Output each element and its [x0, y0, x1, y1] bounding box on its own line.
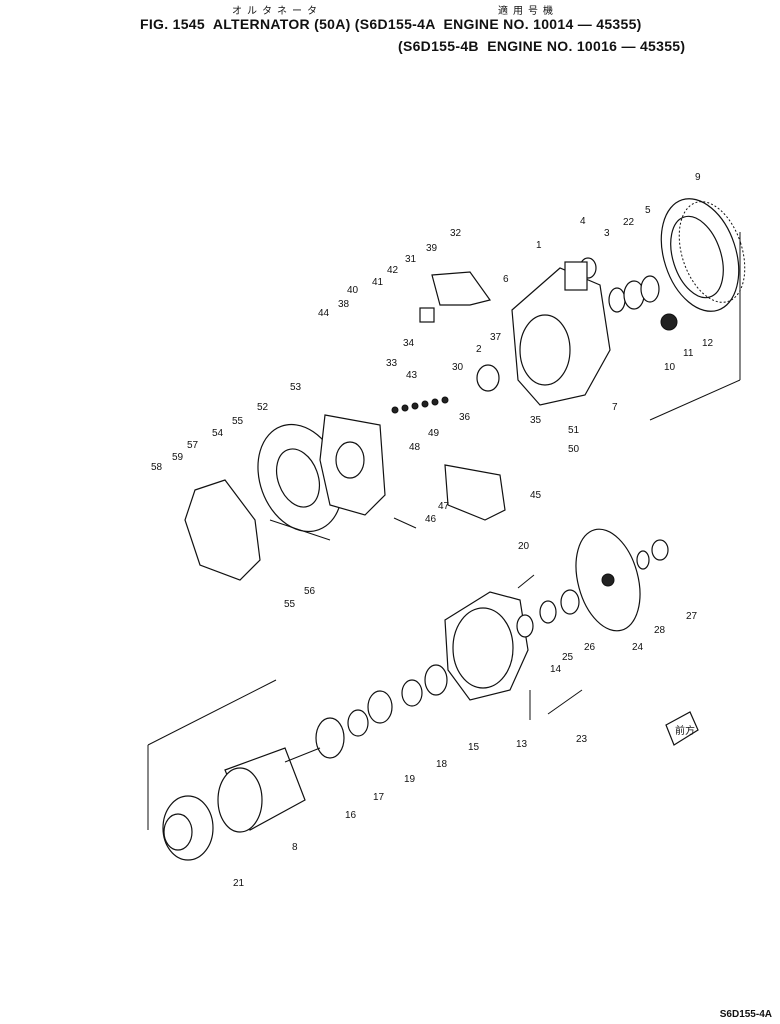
jp-part-name: オルタネータ [232, 6, 322, 17]
part-label-45: 45 [530, 490, 542, 501]
part-label-51: 51 [568, 425, 580, 436]
part-label-38: 38 [338, 299, 350, 310]
part-label-28: 28 [654, 625, 666, 636]
part-label-4: 4 [580, 216, 586, 227]
part-label-55: 55 [284, 599, 296, 610]
part-number-labels: 1234567891011121314151617181920212223242… [151, 172, 714, 889]
part-label-49: 49 [428, 428, 440, 439]
part-label-9: 9 [695, 172, 701, 183]
part-rear-housing [511, 261, 611, 406]
part-label-41: 41 [372, 277, 384, 288]
part-cover-plate [184, 479, 261, 581]
part-label-32: 32 [450, 228, 462, 239]
part-cap [476, 364, 500, 392]
part-label-54: 54 [212, 428, 224, 439]
part-label-15: 15 [468, 742, 480, 753]
part-label-23: 23 [576, 734, 588, 745]
part-label-43: 43 [406, 370, 418, 381]
part-label-36: 36 [459, 412, 471, 423]
footer-code: S6D155-4A [719, 1009, 772, 1020]
part-label-27: 27 [686, 611, 698, 622]
part-label-26: 26 [584, 642, 596, 653]
part-label-42: 42 [387, 265, 399, 276]
figure-title: FIG. 1545 ALTERNATOR (50A) (S6D155-4A EN… [140, 16, 642, 32]
part-label-21: 21 [233, 878, 245, 889]
part-label-52: 52 [257, 402, 269, 413]
part-brush-holder [419, 271, 492, 323]
part-label-16: 16 [345, 810, 357, 821]
part-spacers [516, 539, 669, 638]
part-regulator [444, 464, 506, 521]
part-label-10: 10 [664, 362, 676, 373]
part-label-48: 48 [409, 442, 421, 453]
part-label-57: 57 [187, 440, 199, 451]
part-label-6: 6 [503, 274, 509, 285]
part-label-50: 50 [568, 444, 580, 455]
figure-title-line2: (S6D155-4B ENGINE NO. 10016 — 45355) [398, 38, 686, 54]
part-insulator-plate [319, 414, 386, 516]
part-rotor [217, 747, 321, 833]
direction-mark-text: 前方 [675, 724, 695, 737]
part-label-5: 5 [645, 205, 651, 216]
part-label-46: 46 [425, 514, 437, 525]
part-label-8: 8 [292, 842, 298, 853]
part-label-22: 22 [623, 217, 635, 228]
part-label-7: 7 [612, 402, 618, 413]
part-label-20: 20 [518, 541, 530, 552]
part-label-34: 34 [403, 338, 415, 349]
part-front-housing [444, 591, 529, 701]
part-label-13: 13 [516, 739, 528, 750]
part-label-18: 18 [436, 759, 448, 770]
part-label-33: 33 [386, 358, 398, 369]
part-label-2: 2 [476, 344, 482, 355]
part-label-58: 58 [151, 462, 163, 473]
part-fan [575, 528, 641, 632]
part-slip-ring [162, 795, 214, 861]
part-label-40: 40 [347, 285, 359, 296]
part-label-24: 24 [632, 642, 644, 653]
part-label-19: 19 [404, 774, 416, 785]
part-through-bolt [517, 574, 583, 715]
part-label-30: 30 [452, 362, 464, 373]
part-label-53: 53 [290, 382, 302, 393]
part-label-59: 59 [172, 452, 184, 463]
assembly-guide-lines [147, 232, 741, 830]
part-label-44: 44 [318, 308, 330, 319]
part-bolt-59 [393, 517, 417, 529]
jp-applicable-label: 適用号機 [498, 6, 558, 17]
part-label-35: 35 [530, 415, 542, 426]
part-label-31: 31 [405, 254, 417, 265]
part-label-47: 47 [438, 501, 450, 512]
part-label-17: 17 [373, 792, 385, 803]
part-label-3: 3 [604, 228, 610, 239]
part-label-39: 39 [426, 243, 438, 254]
part-label-14: 14 [550, 664, 562, 675]
part-stator-ring [660, 198, 746, 312]
part-label-37: 37 [490, 332, 502, 343]
part-label-56: 56 [304, 586, 316, 597]
part-label-55: 55 [232, 416, 244, 427]
part-label-1: 1 [536, 240, 542, 251]
part-label-12: 12 [702, 338, 714, 349]
part-label-25: 25 [562, 652, 574, 663]
part-label-11: 11 [683, 348, 694, 359]
part-screw-set [391, 396, 449, 414]
part-bearing-retainer [315, 664, 448, 759]
direction-indicator: 前方 [665, 711, 699, 746]
